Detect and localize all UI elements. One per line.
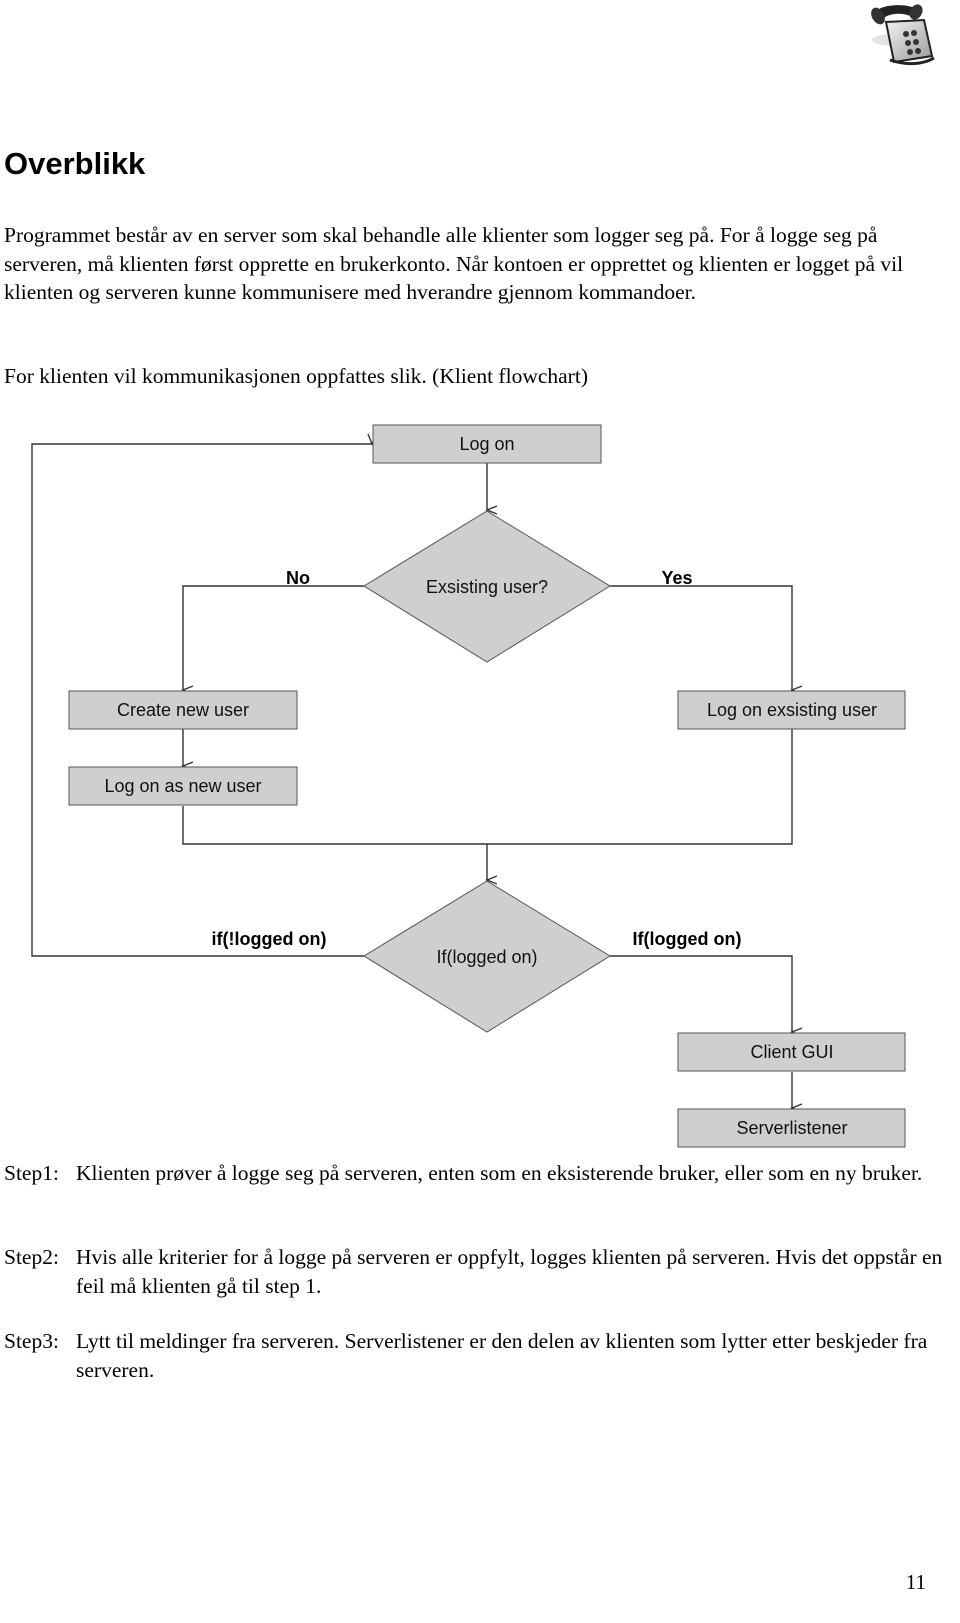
step-1: Step1: Klienten prøver å logge seg på se… xyxy=(4,1159,944,1188)
step-2-text: Hvis alle kriterier for å logge på serve… xyxy=(76,1245,943,1298)
not-logged-on-branch-label: if(!logged on) xyxy=(212,929,327,949)
existing-user-decision-label: Exsisting user? xyxy=(426,577,548,597)
log-on-existing-user-box xyxy=(677,690,906,730)
client-gui-label: Client GUI xyxy=(750,1042,833,1062)
log-on-box xyxy=(372,424,602,464)
yes-branch-label: Yes xyxy=(661,568,692,588)
logged-on-branch-label: If(logged on) xyxy=(633,929,742,949)
existing-user-decision xyxy=(363,510,611,663)
serverlistener-label: Serverlistener xyxy=(736,1118,847,1138)
step-2-label: Step2: xyxy=(4,1245,59,1269)
logged-on-decision-label: If(logged on) xyxy=(436,947,537,967)
create-new-user-label: Create new user xyxy=(117,700,249,720)
step-3-label: Step3: xyxy=(4,1329,59,1353)
create-new-user-box xyxy=(68,690,298,730)
log-on-existing-user-label: Log on exsisting user xyxy=(707,700,877,720)
intro-paragraph: Programmet består av en server som skal … xyxy=(4,223,904,304)
flowchart-intro-paragraph: For klienten vil kommunikasjonen oppfatt… xyxy=(4,364,588,388)
telephone-logo-icon xyxy=(871,4,935,66)
step-1-label: Step1: xyxy=(4,1161,59,1185)
log-on-label: Log on xyxy=(459,434,514,454)
step-1-text: Klienten prøver å logge seg på serveren,… xyxy=(76,1161,923,1185)
page-number: 11 xyxy=(905,1570,926,1594)
no-branch-label: No xyxy=(286,568,310,588)
connector-lines xyxy=(31,444,792,1108)
log-on-as-new-user-box xyxy=(68,766,298,806)
step-3-text: Lytt til meldinger fra serveren. Serverl… xyxy=(76,1329,928,1382)
client-gui-box xyxy=(677,1032,906,1072)
step-2: Step2: Hvis alle kriterier for å logge p… xyxy=(4,1243,944,1300)
step-3: Step3: Lytt til meldinger fra serveren. … xyxy=(4,1327,944,1384)
logged-on-decision xyxy=(363,880,611,1033)
section-heading: Overblikk xyxy=(4,146,146,181)
log-on-as-new-user-label: Log on as new user xyxy=(104,776,261,796)
serverlistener-box xyxy=(677,1108,906,1148)
